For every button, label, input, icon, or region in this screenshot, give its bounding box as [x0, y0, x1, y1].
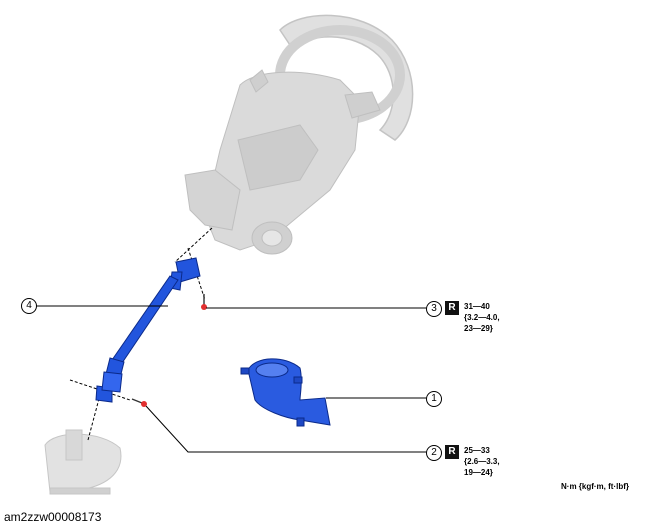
torque-r-badge-3: R: [445, 301, 459, 315]
torque-spec-3-line-2: {3.2—4.0,: [464, 313, 500, 322]
callout-number-3: 3: [426, 301, 442, 317]
bolt-upper: [201, 294, 207, 310]
callout-number-2: 2: [426, 445, 442, 461]
torque-spec-3-line-3: 23—29}: [464, 324, 493, 333]
dust-boot-cover: [240, 358, 331, 427]
callout-number-4: 4: [21, 298, 37, 314]
torque-spec-3-line-1: 31—40: [464, 302, 490, 311]
bolt-lower: [131, 398, 147, 407]
steering-column-housing: [184, 69, 381, 255]
torque-units-label: N·m {kgf·m, ft·lbf}: [561, 482, 629, 491]
torque-spec-2-line-2: {2.6—3.3,: [464, 457, 500, 466]
torque-r-badge-2: R: [445, 445, 459, 459]
steering-gear-base: [44, 429, 122, 495]
torque-spec-2-line-1: 25—33: [464, 446, 490, 455]
intermediate-shaft: [95, 257, 201, 403]
callout-number-1: 1: [426, 391, 442, 407]
image-code: am2zzw00008173: [4, 510, 102, 524]
torque-spec-2-line-3: 19—24}: [464, 468, 493, 477]
leader-lines: [36, 305, 426, 453]
